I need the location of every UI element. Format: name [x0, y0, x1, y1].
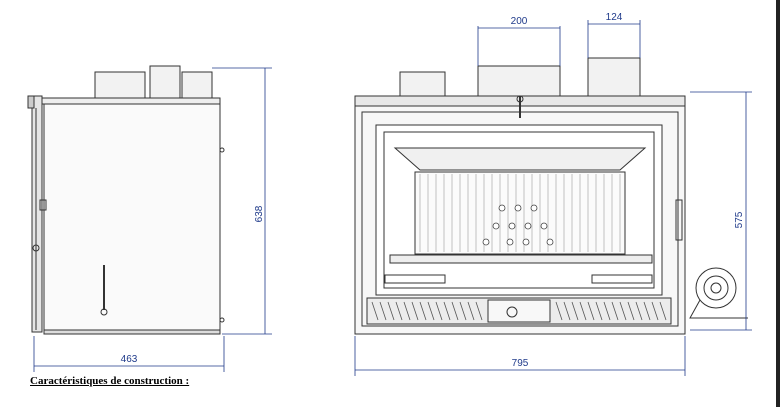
- construction-caption: Caractéristiques de construction :: [30, 375, 190, 387]
- air-nozzles: [482, 204, 554, 246]
- front-view: [354, 57, 748, 335]
- side-dimensions: [33, 67, 272, 372]
- rib-lines: [419, 174, 621, 252]
- grille-slots: [371, 301, 667, 321]
- duct-small-label: 124: [606, 12, 623, 23]
- front-height-label: 575: [734, 211, 745, 228]
- duct-large-label: 200: [511, 16, 528, 27]
- side-height-label: 638: [254, 205, 265, 222]
- front-width-label: 795: [512, 358, 529, 369]
- right-edge-border: [776, 0, 780, 407]
- front-dimensions: [354, 20, 752, 376]
- side-view: [27, 65, 225, 335]
- side-depth-label: 463: [121, 354, 138, 365]
